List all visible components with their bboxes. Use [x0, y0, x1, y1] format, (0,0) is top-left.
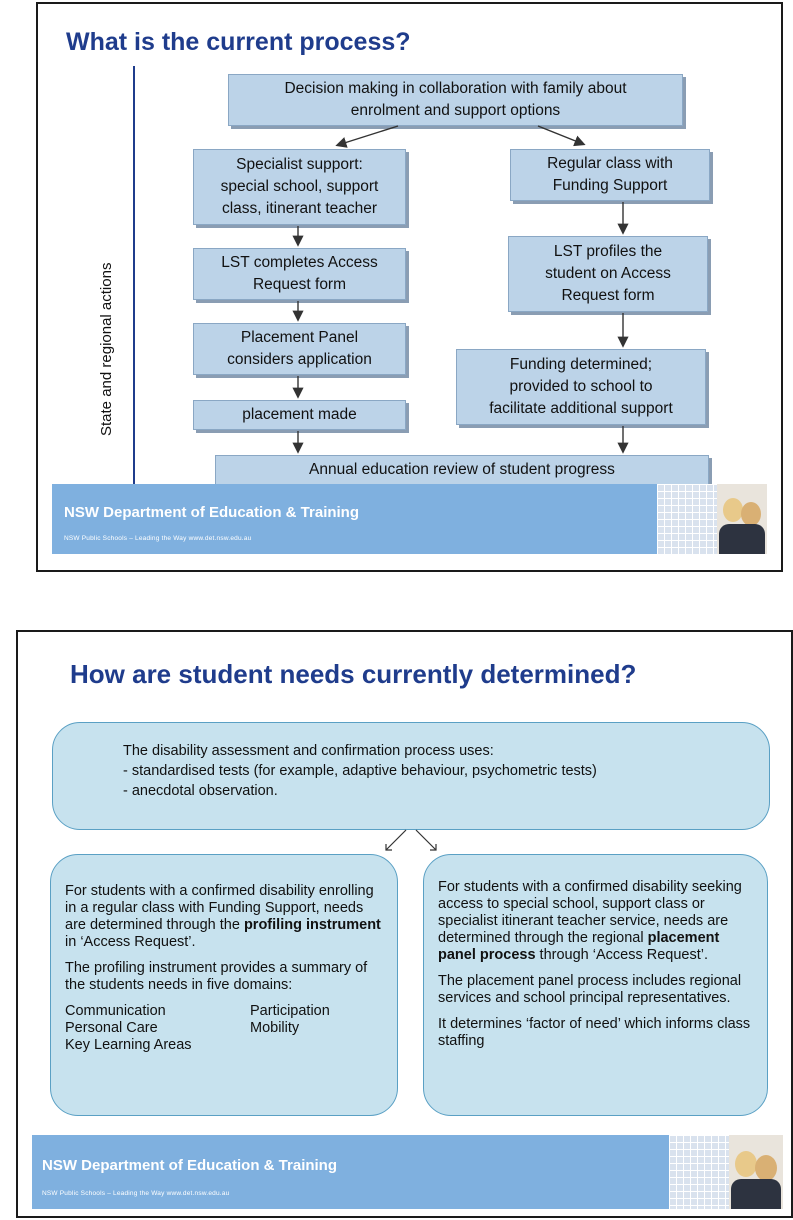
text-line: student on Access	[545, 265, 671, 282]
text-line: Placement Panel	[240, 329, 359, 346]
text-line: Funding determined;	[509, 356, 653, 373]
footer-org: NSW Department of Education & Training	[42, 1157, 338, 1174]
flow-box-placement-made: placement made	[193, 400, 406, 430]
regular-class-text: For students with a confirmed disability…	[65, 883, 383, 951]
arrow-right	[415, 829, 437, 851]
text-run: in ‘Access Request’.	[65, 934, 196, 950]
placement-panel-term: placement panel process	[438, 930, 720, 963]
slide2-title: How are student needs currently determin…	[70, 659, 637, 689]
domain-item: Key Learning Areas	[65, 1037, 192, 1053]
text-line: enrolment and support options	[350, 102, 561, 119]
student-figure	[755, 1155, 777, 1181]
domains-list: Communication Participation Personal Car…	[65, 1003, 383, 1054]
assessment-intro: The disability assessment and confirmati…	[123, 743, 494, 759]
flow-box-decision: Decision making in collaboration with fa…	[228, 74, 683, 126]
text-line: special school, support	[220, 178, 379, 195]
text-line: Decision making in collaboration with fa…	[284, 80, 627, 97]
text-line: Regular class with	[547, 155, 673, 172]
profiling-instrument-term: profiling instrument	[243, 917, 381, 933]
text-line: Request form	[252, 276, 347, 293]
vertical-divider	[133, 66, 135, 484]
arrowhead-right	[430, 844, 437, 851]
student-figure	[741, 502, 761, 526]
arrow-to-regular-class	[537, 125, 586, 147]
placement-panel-description: The placement panel process includes reg…	[438, 973, 742, 1006]
text-line: LST completes Access	[221, 254, 378, 271]
text-line: facilitate additional support	[489, 400, 673, 417]
arrow-to-specialist	[335, 125, 399, 148]
arrow-left	[385, 829, 407, 851]
domain-item: Communication	[65, 1003, 166, 1019]
assessment-item: - anecdotal observation.	[123, 783, 278, 799]
text-line: Annual education review of student progr…	[309, 461, 615, 478]
text-run: For students with a confirmed disability…	[438, 879, 742, 946]
profiling-summary: The profiling instrument provides a summ…	[65, 960, 368, 993]
domain-item: Personal Care	[65, 1020, 158, 1036]
text-line: placement made	[242, 406, 357, 423]
student-uniform	[731, 1179, 781, 1209]
assessment-box: The disability assessment and confirmati…	[52, 722, 770, 830]
specialist-access-box: For students with a confirmed disability…	[423, 854, 768, 1116]
slide2-footer: NSW Department of Education & Training N…	[32, 1135, 669, 1209]
text-line: considers application	[227, 351, 372, 368]
text-run: through ‘Access Request’.	[535, 947, 708, 963]
specialist-access-text: For students with a confirmed disability…	[438, 879, 753, 964]
footer-tagline: NSW Public Schools – Leading the Way www…	[64, 535, 252, 542]
footer-pattern	[657, 484, 717, 554]
assessment-item: - standardised tests (for example, adapt…	[123, 763, 597, 779]
flow-box-regular-class: Regular class with Funding Support	[510, 149, 710, 201]
flow-box-lst-access-request: LST completes Access Request form	[193, 248, 406, 300]
arrowhead-left	[385, 844, 392, 851]
regular-class-box: For students with a confirmed disability…	[50, 854, 398, 1116]
students-photo	[717, 484, 767, 554]
slide1-footer: NSW Department of Education & Training N…	[52, 484, 657, 554]
slide-current-process: What is the current process? State and r…	[36, 2, 783, 572]
flow-arrows	[292, 125, 629, 454]
text-line: Funding Support	[552, 177, 668, 194]
text-line: LST profiles the	[553, 243, 663, 260]
text-line: class, itinerant teacher	[221, 200, 378, 217]
domain-item: Mobility	[250, 1020, 300, 1036]
domain-item: Participation	[250, 1003, 330, 1019]
flow-box-specialist-support: Specialist support: special school, supp…	[193, 149, 406, 225]
text-run: For students with a confirmed disability…	[65, 883, 374, 933]
student-figure	[723, 498, 743, 522]
text-line: Request form	[561, 287, 655, 304]
flow-box-funding-determined: Funding determined; provided to school t…	[456, 349, 706, 425]
text-line: Specialist support:	[236, 156, 363, 173]
student-uniform	[719, 524, 765, 554]
factor-of-need-text: It determines ‘factor of need’ which inf…	[438, 1016, 751, 1049]
text-line: provided to school to	[509, 378, 653, 395]
flow-box-placement-panel: Placement Panel considers application	[193, 323, 406, 375]
footer-pattern	[669, 1135, 729, 1209]
flow-box-annual-review: Annual education review of student progr…	[215, 455, 709, 485]
flow-box-lst-profiles: LST profiles the student on Access Reque…	[508, 236, 708, 312]
split-arrows	[385, 829, 437, 851]
student-figure	[735, 1151, 757, 1177]
footer-org: NSW Department of Education & Training	[64, 504, 360, 521]
footer-tagline: NSW Public Schools – Leading the Way www…	[42, 1190, 230, 1197]
slide1-title: What is the current process?	[66, 28, 411, 56]
students-photo	[729, 1135, 783, 1209]
slide-needs-determined: How are student needs currently determin…	[16, 630, 793, 1218]
